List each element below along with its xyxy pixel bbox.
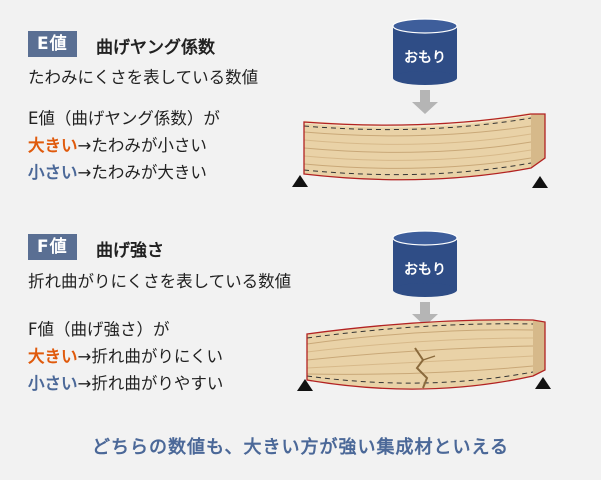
e-value-small-label: 小さい [28,163,78,182]
e-value-big-label: 大きい [28,136,78,155]
e-beam [303,112,546,181]
e-left-support-icon [292,175,308,187]
footer-conclusion: どちらの数値も、大きい方が強い集成材といえる [92,437,509,458]
f-value-badge: F値 [28,234,77,260]
f-value-heading: 曲げ強さ [96,241,164,261]
f-value-small-rest: →折れ曲がりやすい [77,374,224,393]
f-bending-diagram: おもり [297,230,551,391]
f-value-big-label: 大きい [28,347,78,366]
f-value-small-label: 小さい [28,374,78,393]
e-value-big-line: 大きい→たわみが小さい [28,132,207,156]
f-value-description: 折れ曲がりにくさを表している数値 [28,272,292,291]
e-value-description: たわみにくさを表している数値 [28,68,259,87]
e-value-big-rest: →たわみが小さい [77,136,207,155]
e-weight-label: おもり [404,50,446,66]
f-weight-icon: おもり [392,230,458,297]
e-weight-icon: おもり [392,18,458,85]
e-value-badge: E値 [28,31,77,57]
f-down-arrow-icon [412,302,438,326]
f-value-detail-label: F値（曲げ強さ）が [28,320,170,339]
f-value-big-line: 大きい→折れ曲がりにくい [28,343,223,367]
e-down-arrow-icon [412,90,438,114]
e-value-heading: 曲げヤング係数 [96,38,215,58]
f-weight-label: おもり [404,262,446,278]
e-right-support-icon [532,176,548,188]
f-beam [306,319,546,390]
f-value-small-line: 小さい→折れ曲がりやすい [28,370,223,394]
f-value-big-rest: →折れ曲がりにくい [77,347,224,366]
e-value-small-line: 小さい→たわみが大きい [28,159,207,183]
f-right-support-icon [535,377,551,389]
e-bending-diagram: おもり [292,18,548,188]
e-value-detail-label: E値（曲げヤング係数）が [28,109,220,128]
f-left-support-icon [297,379,313,391]
e-value-small-rest: →たわみが大きい [77,163,207,182]
